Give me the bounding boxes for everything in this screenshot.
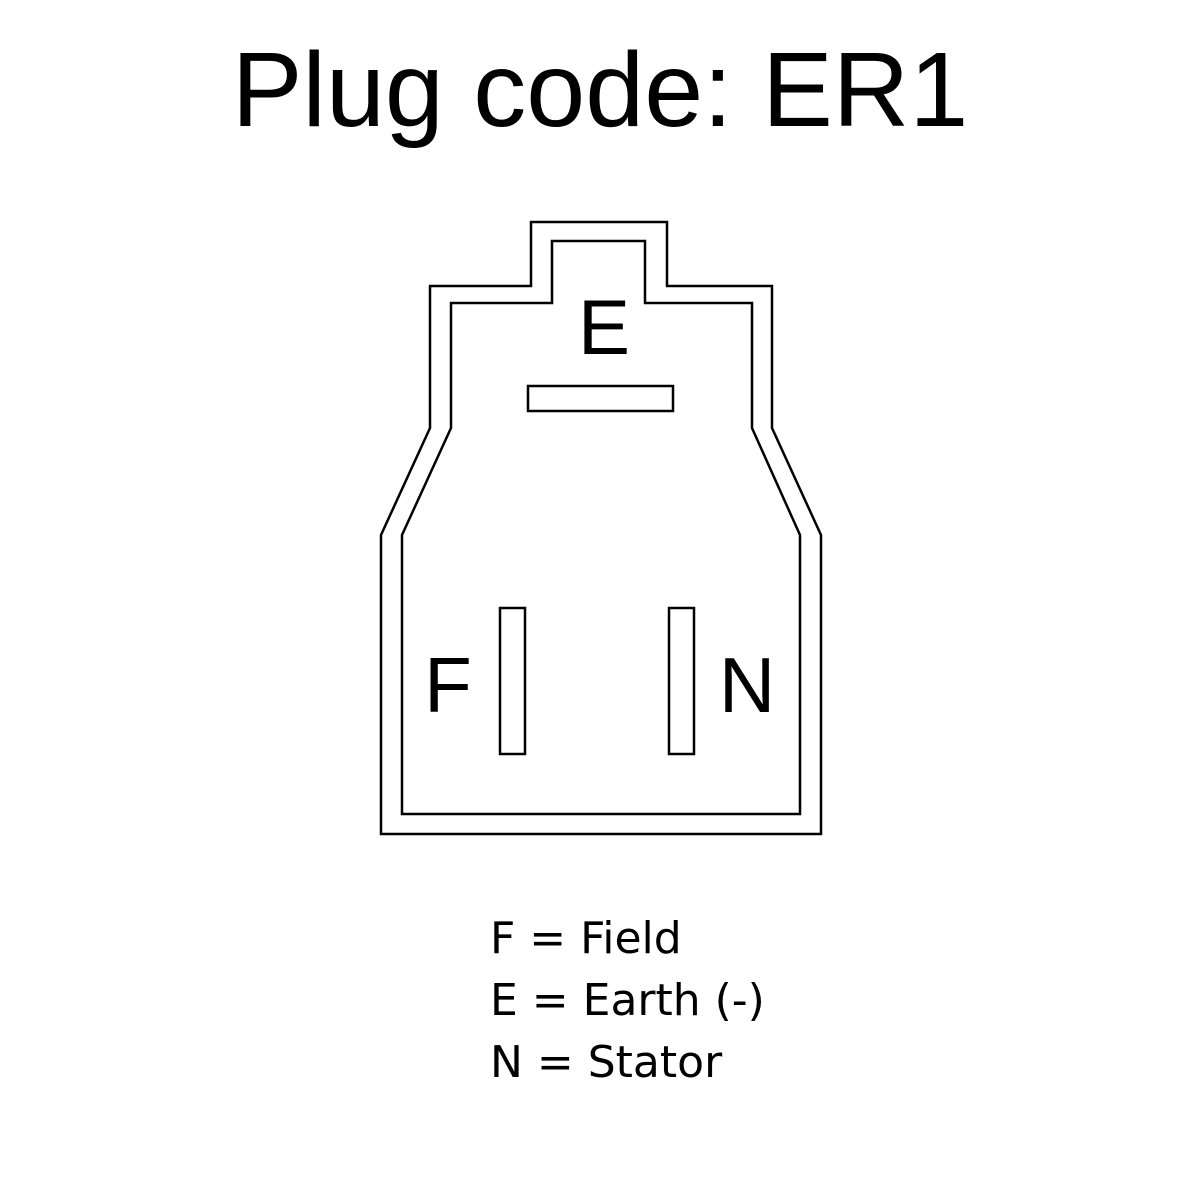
plug-inner-outline xyxy=(400,239,802,816)
pin-legend: F = Field E = Earth (-) N = Stator xyxy=(490,908,765,1094)
pin-label-e: E xyxy=(578,283,630,371)
pin-slot-e xyxy=(526,384,675,413)
pin-label-f: F xyxy=(424,641,472,729)
pin-label-n: N xyxy=(719,641,775,729)
page-title: Plug code: ER1 xyxy=(231,31,969,149)
legend-item-field: F = Field xyxy=(490,913,682,964)
legend-item-stator: N = Stator xyxy=(490,1037,723,1088)
pin-slot-f xyxy=(498,606,527,756)
legend-item-earth: E = Earth (-) xyxy=(490,975,765,1026)
plug-outer-outline xyxy=(379,220,823,836)
pin-slot-n xyxy=(667,606,696,756)
